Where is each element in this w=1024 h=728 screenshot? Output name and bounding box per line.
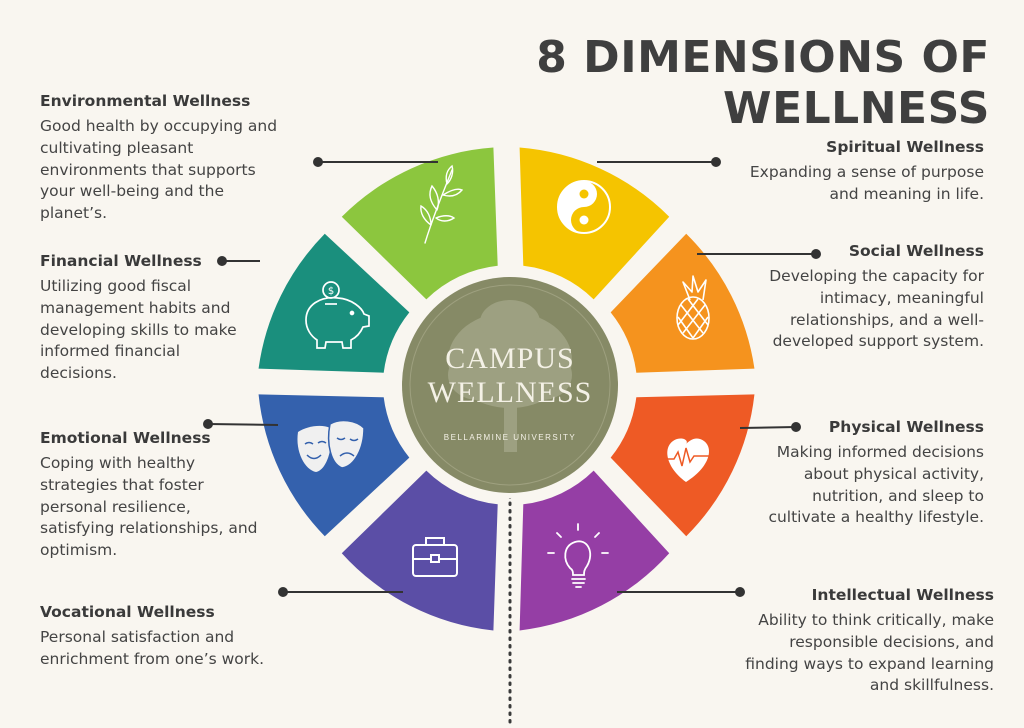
physical-wellness-title: Physical Wellness xyxy=(828,418,984,436)
social-wellness-title: Social Wellness xyxy=(848,242,984,260)
tree-silhouette xyxy=(448,300,572,452)
intellectual-wellness-block: Intellectual Wellness Ability to think c… xyxy=(744,586,994,697)
financial-wellness-title: Financial Wellness xyxy=(40,252,202,270)
segment-emotional-wellness xyxy=(258,394,410,537)
segment-vocational-wellness xyxy=(341,470,498,631)
spiritual-wellness-text: Expanding a sense of purpose and meaning… xyxy=(749,163,984,203)
vocational-wellness-title: Vocational Wellness xyxy=(40,603,215,621)
connector-physical xyxy=(739,426,797,429)
vocational-wellness-block: Vocational Wellness Personal satisfactio… xyxy=(40,603,295,671)
financial-wellness-text: Utilizing good fiscal management habits … xyxy=(40,277,237,383)
emblem-line2: WELLNESS xyxy=(428,376,593,409)
emblem-subtitle: BELLARMINE UNIVERSITY xyxy=(444,433,576,442)
emotional-wellness-title: Emotional Wellness xyxy=(40,429,211,447)
svg-text:$: $ xyxy=(328,286,334,297)
page-title: 8 DIMENSIONS OF WELLNESS xyxy=(536,32,990,134)
vocational-wellness-text: Personal satisfaction and enrichment fro… xyxy=(40,628,265,668)
piggy-bank-icon: $ xyxy=(305,281,370,349)
pineapple-icon xyxy=(676,275,710,340)
connector-dot-physical xyxy=(791,422,801,432)
emotional-wellness-block: Emotional Wellness Coping with healthy s… xyxy=(40,429,265,562)
leaf-branch-icon xyxy=(420,164,464,244)
segment-intellectual-wellness xyxy=(519,470,670,631)
connector-dot-vocational xyxy=(278,587,288,597)
briefcase-icon xyxy=(412,537,458,577)
environmental-wellness-title: Environmental Wellness xyxy=(40,92,251,110)
physical-wellness-text: Making informed decisions about physical… xyxy=(768,443,984,527)
theater-masks-icon xyxy=(297,419,365,472)
emblem-line1: CAMPUS xyxy=(445,342,574,375)
connector-emotional xyxy=(207,423,279,426)
campus-wellness-emblem: CAMPUS WELLNESS BELLARMINE UNIVERSITY xyxy=(397,272,623,498)
spiritual-wellness-block: Spiritual Wellness Expanding a sense of … xyxy=(734,138,984,206)
connector-dot-environmental xyxy=(313,157,323,167)
connector-dot-social xyxy=(811,249,821,259)
connector-dot-intellectual xyxy=(735,587,745,597)
intellectual-wellness-text: Ability to think critically, make respon… xyxy=(745,611,994,695)
connector-dot-emotional xyxy=(203,419,213,429)
intellectual-wellness-title: Intellectual Wellness xyxy=(811,586,994,604)
environmental-wellness-text: Good health by occupying and cultivating… xyxy=(40,117,278,223)
physical-wellness-block: Physical Wellness Making informed decisi… xyxy=(764,418,984,529)
spiritual-wellness-title: Spiritual Wellness xyxy=(826,138,984,156)
yin-yang-icon xyxy=(557,180,611,234)
emotional-wellness-text: Coping with healthy strategies that fost… xyxy=(40,454,258,560)
segment-environmental-wellness xyxy=(341,147,498,300)
connector-dot-spiritual xyxy=(711,157,721,167)
social-wellness-block: Social Wellness Developing the capacity … xyxy=(764,242,984,353)
heartbeat-icon xyxy=(662,438,710,482)
connector-dot-financial xyxy=(217,256,227,266)
connector-lines xyxy=(203,157,821,597)
social-wellness-text: Developing the capacity for intimacy, me… xyxy=(769,267,984,351)
environmental-wellness-block: Environmental Wellness Good health by oc… xyxy=(40,92,295,225)
lightbulb-icon xyxy=(547,523,609,588)
financial-wellness-block: Financial Wellness Utilizing good fiscal… xyxy=(40,252,240,385)
